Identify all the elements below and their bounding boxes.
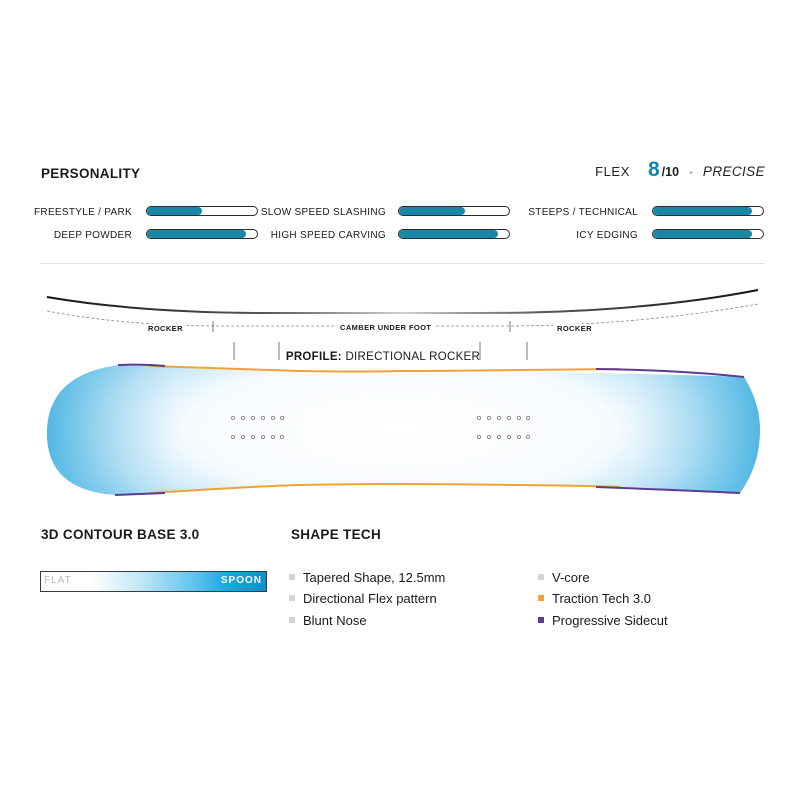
rating-label-steeps-technical: STEEPS / TECHNICAL — [528, 207, 638, 218]
personality-title: PERSONALITY — [41, 166, 141, 181]
snowboard-illustration — [46, 363, 760, 496]
shape-tech-item: V-core — [538, 568, 590, 586]
shape-tech-item-label: Blunt Nose — [303, 612, 367, 628]
rating-fill — [399, 207, 465, 215]
shape-tech-title: SHAPE TECH — [291, 527, 382, 542]
shape-tech-item-label: V-core — [552, 569, 590, 585]
shape-tech-item-label: Traction Tech 3.0 — [552, 590, 651, 606]
sidecut-edge-top-nose — [595, 368, 745, 378]
board-profile-diagram — [46, 289, 759, 360]
rating-fill — [147, 207, 202, 215]
shape-tech-item: Tapered Shape, 12.5mm — [289, 568, 445, 586]
sidecut-edge-bottom-nose — [595, 486, 741, 494]
profile-caption: PROFILE: DIRECTIONAL ROCKER — [280, 351, 486, 363]
traction-edge-top — [149, 365, 621, 373]
shape-tech-item-label: Tapered Shape, 12.5mm — [303, 569, 446, 585]
rating-fill — [653, 207, 752, 215]
shape-tech-item: Traction Tech 3.0 — [538, 589, 651, 607]
rating-bar-deep-powder — [146, 229, 258, 239]
contour-scale-spoon-label: SPOON — [220, 575, 262, 586]
bullet-square-icon — [538, 595, 544, 601]
profile-line — [46, 289, 759, 314]
contour-scale-bar: FLAT SPOON — [40, 571, 267, 592]
bullet-square-icon — [538, 574, 544, 580]
rating-bar-slow-speed-slashing — [398, 206, 510, 216]
section-divider — [40, 263, 765, 264]
shape-tech-item: Blunt Nose — [289, 611, 367, 629]
rating-bar-icy-edging — [652, 229, 764, 239]
binding-inserts-front — [476, 415, 531, 440]
shape-tech-item: Directional Flex pattern — [289, 589, 437, 607]
profile-caption-value: DIRECTIONAL ROCKER — [345, 351, 481, 363]
rating-label-slow-speed-slashing: SLOW SPEED SLASHING — [260, 207, 386, 218]
rating-fill — [147, 230, 246, 238]
board-edge-shading — [46, 365, 760, 495]
rating-fill — [653, 230, 752, 238]
flex-rating: FLEX 8 /10 • PRECISE — [595, 158, 765, 186]
shape-tech-item-label: Directional Flex pattern — [303, 590, 437, 606]
contour-scale-flat-label: FLAT — [44, 575, 72, 586]
rating-label-deep-powder: DEEP POWDER — [53, 230, 132, 241]
rating-label-icy-edging: ICY EDGING — [576, 230, 638, 241]
contour-base-title: 3D CONTOUR BASE 3.0 — [41, 527, 200, 542]
flex-value: 8 — [647, 158, 660, 181]
bullet-square-icon — [289, 595, 295, 601]
rating-bar-steeps-technical — [652, 206, 764, 216]
shape-tech-item-label: Progressive Sidecut — [552, 612, 668, 628]
rating-bar-high-speed-carving — [398, 229, 510, 239]
binding-inserts-rear — [230, 415, 285, 440]
zone-label-rocker-left: ROCKER — [144, 324, 187, 334]
rating-label-high-speed-carving: HIGH SPEED CARVING — [270, 230, 386, 241]
bullet-square-icon — [289, 574, 295, 580]
rating-bar-freestyle-park — [146, 206, 258, 216]
flex-descriptor: PRECISE — [702, 164, 765, 179]
zone-label-rocker-right: ROCKER — [553, 324, 596, 334]
sidecut-edge-bottom-tail — [114, 492, 166, 496]
rating-label-freestyle-park: FREESTYLE / PARK — [34, 207, 132, 218]
traction-edge-bottom — [149, 482, 621, 494]
flex-label: FLEX — [595, 164, 630, 179]
bullet-square-icon — [289, 617, 295, 623]
profile-dashed-reference — [46, 303, 759, 327]
profile-caption-label: PROFILE: — [285, 351, 342, 363]
zone-label-camber-under-foot: CAMBER UNDER FOOT — [336, 323, 436, 333]
sidecut-edge-top-tail — [117, 363, 166, 367]
rating-fill — [399, 230, 498, 238]
flex-max: /10 — [661, 165, 680, 179]
bullet-square-icon — [538, 617, 544, 623]
shape-tech-item: Progressive Sidecut — [538, 611, 668, 629]
flex-separator-dot: • — [689, 167, 693, 179]
